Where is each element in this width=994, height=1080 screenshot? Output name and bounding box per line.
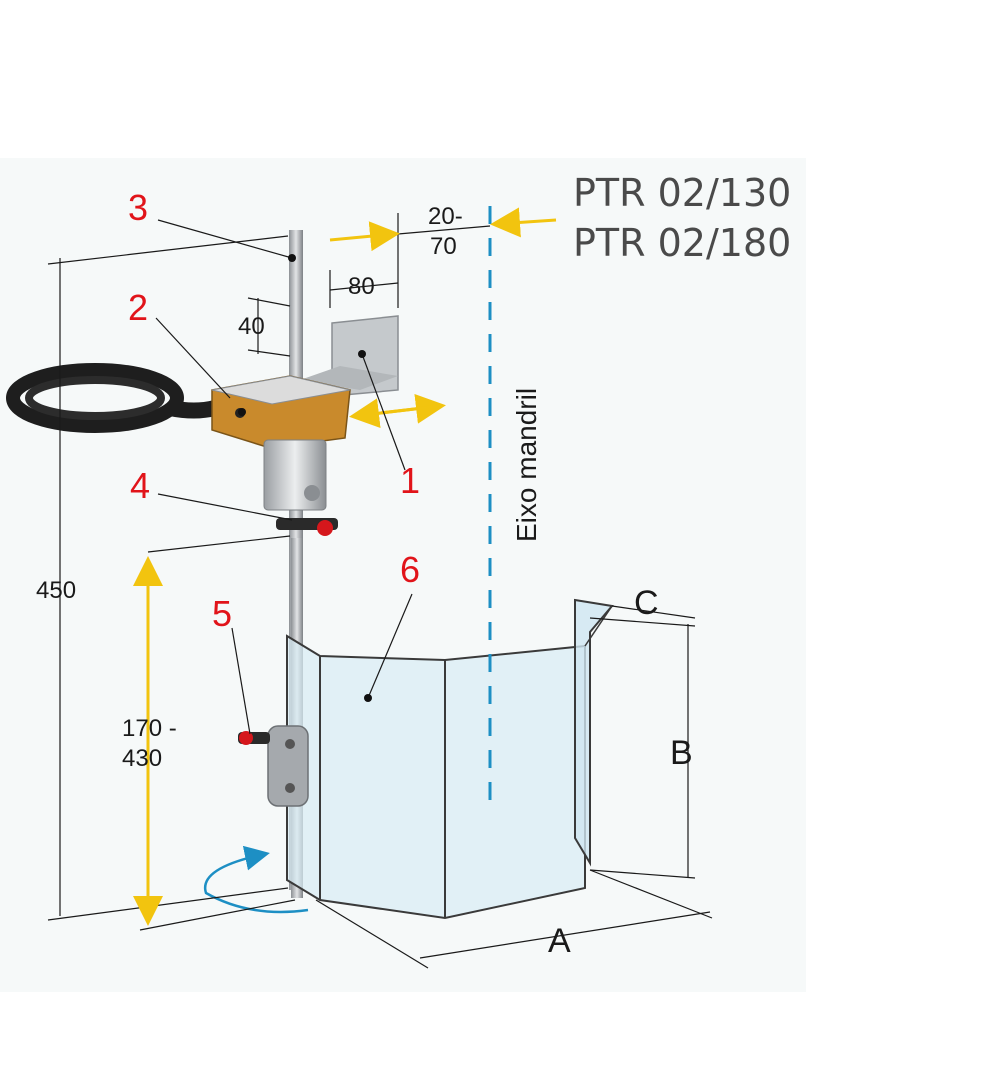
protection-shield [286, 598, 614, 920]
dim-offset-bottom: 70 [430, 233, 457, 260]
callout-2: 2 [128, 287, 148, 328]
model-label-2: PTR 02/180 [573, 221, 791, 265]
motor-cylinder [263, 439, 327, 511]
dim-bracket-height: 40 [238, 313, 265, 340]
technical-drawing: PTR 02/130 PTR 02/180 Eixo mandril 1 2 3… [0, 158, 806, 992]
dim-a: A [548, 922, 571, 960]
dimension-lines [47, 213, 713, 969]
callout-4: 4 [130, 465, 150, 506]
dim-b: B [670, 734, 693, 772]
yellow-arrows [133, 207, 557, 926]
dim-total-height: 450 [36, 577, 76, 604]
leader-lines [155, 219, 413, 735]
diagram-canvas: PTR 02/130 PTR 02/180 Eixo mandril 1 2 3… [6, 171, 791, 969]
callout-5: 5 [212, 593, 232, 634]
dim-range-bottom: 430 [122, 745, 162, 772]
motor-housing [211, 375, 351, 449]
spindle-axis-label: Eixo mandril [511, 388, 542, 542]
callout-1: 1 [400, 460, 420, 501]
dim-c: C [634, 584, 659, 622]
coolant-hose [6, 363, 217, 433]
callout-6: 6 [400, 549, 420, 590]
dim-range-top: 170 - [122, 715, 177, 742]
dim-offset-top: 20- [428, 203, 463, 230]
model-label-1: PTR 02/130 [573, 171, 791, 215]
dim-bracket-width: 80 [348, 273, 375, 300]
shield-clamp [238, 725, 309, 807]
rotation-arrow [203, 845, 309, 914]
clamp-lever-upper [276, 518, 338, 536]
callout-3: 3 [128, 187, 148, 228]
